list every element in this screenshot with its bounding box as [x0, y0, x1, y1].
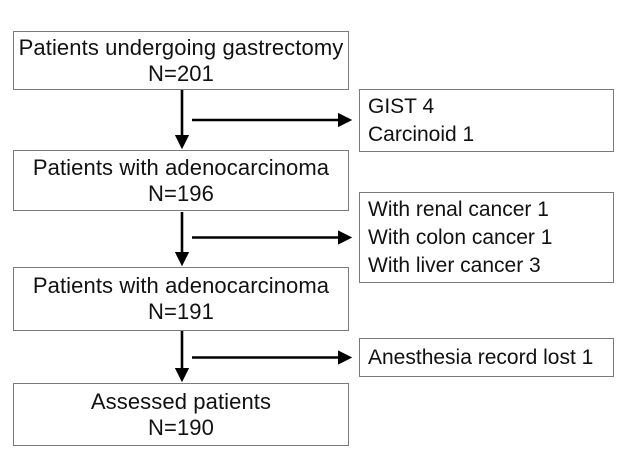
box-count: N=191: [148, 299, 214, 324]
box-count: N=190: [148, 414, 214, 440]
box-title: Patients with adenocarcinoma: [32, 273, 330, 298]
box-title: Patients undergoing gastrectomy: [18, 34, 344, 60]
exclusion-line: Carcinoid 1: [368, 122, 475, 146]
exclusion-line: With colon cancer 1: [368, 225, 553, 249]
exclusion-line: With liver cancer 3: [368, 253, 541, 277]
box-adenocarcinoma-196: Patients with adenocarcinoma N=196: [13, 150, 349, 211]
exclusion-box-gist-carcinoid: GIST 4 Carcinoid 1: [359, 89, 614, 152]
exclusion-box-anesthesia-record: Anesthesia record lost 1: [359, 338, 614, 377]
box-count: N=201: [148, 60, 214, 86]
box-title: Patients with adenocarcinoma: [32, 154, 330, 180]
box-assessed-patients: Assessed patients N=190: [13, 383, 349, 446]
exclusion-box-other-cancers: With renal cancer 1 With colon cancer 1 …: [359, 192, 614, 283]
box-patients-gastrectomy: Patients undergoing gastrectomy N=201: [13, 31, 349, 90]
box-title: Assessed patients: [90, 388, 272, 414]
box-adenocarcinoma-191: Patients with adenocarcinoma N=191: [13, 267, 349, 331]
exclusion-line: Anesthesia record lost 1: [368, 345, 594, 369]
box-count: N=196: [148, 180, 214, 206]
exclusion-line: With renal cancer 1: [368, 197, 549, 221]
exclusion-line: GIST 4: [368, 94, 435, 118]
